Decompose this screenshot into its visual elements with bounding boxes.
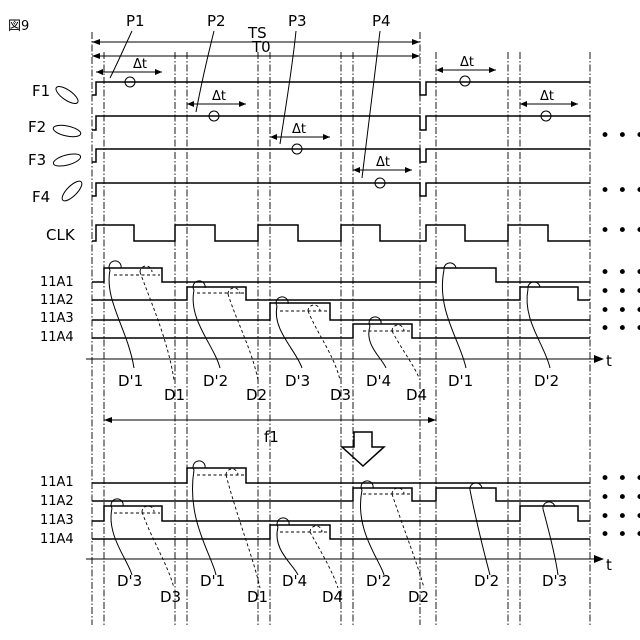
clk-label: CLK: [46, 226, 76, 244]
bottom-row-label-11a1: 11A1: [40, 475, 74, 490]
ellipsis-clk: • • •: [600, 221, 640, 241]
ellipsis-top-11a4: • • •: [600, 319, 640, 339]
frame-label-f2: F2: [28, 118, 46, 136]
top-axis-label: t: [606, 352, 612, 370]
bottom-row-label-11a4: 11A4: [40, 532, 74, 547]
bottom-d-label: D'4: [282, 572, 307, 590]
dt-spans: Δt Δt Δt Δt Δt Δt: [96, 55, 578, 188]
top-d-label: D2: [246, 386, 267, 404]
ellipsis-f4: • • •: [600, 181, 640, 201]
dt-label-4: Δt: [376, 155, 390, 170]
dt-label-3: Δt: [292, 122, 306, 137]
top-row-label-11a3: 11A3: [40, 311, 74, 326]
bottom-d-label: D3: [160, 588, 181, 606]
top-row-labels: 11A1 11A2 11A3 11A4: [40, 275, 74, 345]
ellipsis-bottom-11a1: • • •: [600, 469, 640, 489]
bottom-row-labels: 11A1 11A2 11A3 11A4: [40, 475, 74, 547]
frame-label-f1: F1: [32, 82, 50, 100]
frame-f4-icon: [59, 178, 84, 203]
bottom-d-label: D'3: [117, 572, 142, 590]
dt-label-6: Δt: [540, 89, 554, 104]
reference-lines: [92, 32, 590, 625]
ellipsis-bottom-11a2: • • •: [600, 488, 640, 508]
top-row-label-11a2: 11A2: [40, 293, 74, 308]
top-d-label: D'3: [285, 372, 310, 390]
bottom-d-label: D'2: [366, 572, 391, 590]
period-p2: P2: [207, 12, 226, 30]
figure-label: 図9: [8, 19, 29, 34]
bottom-d-label: D'3: [542, 572, 567, 590]
top-d-label: D'2: [203, 372, 228, 390]
bottom-row-label-11a2: 11A2: [40, 494, 74, 509]
top-d-label: D1: [164, 386, 185, 404]
top-row-label-11a1: 11A1: [40, 275, 74, 290]
ellipsis-top-11a3: • • •: [600, 301, 640, 321]
top-d-label: D4: [406, 386, 427, 404]
t0-label: T0: [251, 38, 271, 56]
bottom-d-label: D2: [408, 588, 429, 606]
bottom-row-label-11a3: 11A3: [40, 513, 74, 528]
ellipsis-f2: • • •: [600, 126, 640, 146]
bottom-d-label: D'1: [200, 572, 225, 590]
top-d-label: D'2: [534, 372, 559, 390]
top-d-label: D'4: [366, 372, 391, 390]
frame-f1-icon: [53, 83, 80, 106]
dt-label-2: Δt: [212, 89, 226, 104]
frame-label-f3: F3: [28, 151, 46, 169]
ellipsis-top-11a2: • • •: [600, 282, 640, 302]
frame-label-f4: F4: [32, 188, 50, 206]
top-d-labels: D'1 D1 D'2 D2 D'3 D3 D'4 D4 D'1 D'2: [118, 372, 559, 404]
clock-row: CLK: [46, 225, 590, 244]
ellipsis-bottom-11a4: • • •: [600, 525, 640, 545]
bottom-d-label: D1: [247, 588, 268, 606]
top-row-label-11a4: 11A4: [40, 330, 74, 345]
bottom-d-label: D'2: [474, 572, 499, 590]
f1-label: f1: [264, 428, 279, 446]
continuation-ellipses: • • • • • • • • • • • • • • • • • • • • …: [600, 126, 640, 545]
frame-rows: F1 F2 F3 F4: [28, 82, 590, 206]
period-p4: P4: [372, 12, 391, 30]
bottom-leaders: [111, 461, 558, 588]
transition-arrow-icon: [342, 432, 384, 466]
top-d-label: D'1: [448, 372, 473, 390]
frame-f3-icon: [52, 152, 82, 169]
top-d-label: D'1: [118, 372, 143, 390]
top-time-axis: t: [86, 352, 612, 370]
ellipsis-top-11a1: • • •: [600, 263, 640, 283]
dt-label-5: Δt: [460, 55, 474, 70]
period-p1: P1: [126, 12, 145, 30]
frame-f2-icon: [52, 123, 81, 139]
t0-span: T0: [92, 38, 420, 59]
ellipsis-bottom-11a3: • • •: [600, 507, 640, 527]
period-p3: P3: [288, 12, 307, 30]
top-d-label: D3: [330, 386, 351, 404]
bottom-d-label: D4: [322, 588, 343, 606]
dt-label-1: Δt: [133, 57, 147, 72]
bottom-d-labels: D'3 D3 D'1 D1 D'4 D4 D'2 D2 D'2 D'3: [117, 572, 567, 606]
bottom-axis-label: t: [606, 556, 612, 574]
